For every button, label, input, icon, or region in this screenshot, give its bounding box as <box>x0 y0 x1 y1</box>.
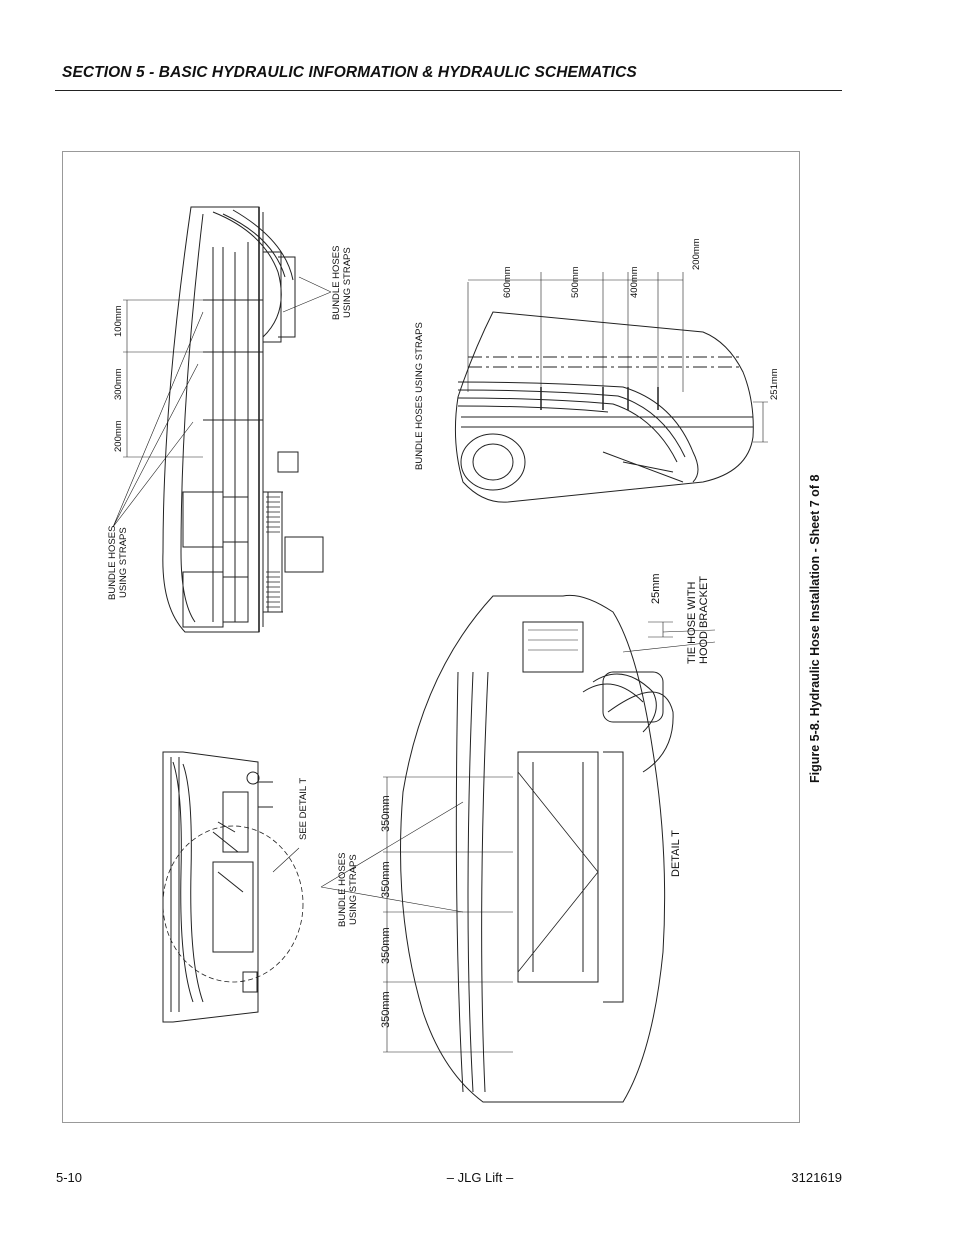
br-dim-25: 25mm <box>650 573 662 604</box>
br-callout-line2: USING STRAPS <box>348 854 359 925</box>
tl-callout-line1: BUNDLE HOSES <box>107 526 118 600</box>
page-number: 5-10 <box>56 1170 83 1185</box>
br-detail-label: DETAIL T <box>670 830 682 877</box>
tr-dim-400: 400mm <box>629 266 640 298</box>
header-rule <box>55 90 842 91</box>
tr-dim-251: 251mm <box>769 368 780 400</box>
tl-callout-line2: USING STRAPS <box>118 527 129 598</box>
br-dim-350-a: 350mm <box>380 795 392 832</box>
br-dim-350-d: 350mm <box>380 991 392 1028</box>
tl-dim-200: 200mm <box>113 420 124 452</box>
br-tie-line2: HOOD BRACKET <box>698 576 710 664</box>
br-dim-350-c: 350mm <box>380 927 392 964</box>
bottom-right-view <box>320 594 716 1103</box>
tl-callout-right-line2: USING STRAPS <box>342 247 353 318</box>
top-right-view <box>454 272 768 503</box>
top-left-view <box>112 206 332 633</box>
tr-dim-200: 200mm <box>691 238 702 270</box>
doc-number: 3121619 <box>791 1170 842 1185</box>
br-callout-line1: BUNDLE HOSES <box>337 853 348 927</box>
footer-brand: – JLG Lift – <box>446 1170 514 1185</box>
tr-dim-600: 600mm <box>502 266 513 298</box>
figure-frame: BUNDLE HOSES USING STRAPS 200mm 300mm 10… <box>62 151 800 1123</box>
tr-dim-500: 500mm <box>570 266 581 298</box>
hose-drawing: BUNDLE HOSES USING STRAPS 200mm 300mm 10… <box>107 206 780 1103</box>
figure-caption: Figure 5-8. Hydraulic Hose Installation … <box>808 474 822 783</box>
bl-see-detail: SEE DETAIL T <box>298 778 309 840</box>
section-title: SECTION 5 - BASIC HYDRAULIC INFORMATION … <box>62 64 637 81</box>
tr-callout: BUNDLE HOSES USING STRAPS <box>414 322 425 470</box>
tl-dim-100: 100mm <box>113 305 124 337</box>
bottom-left-view <box>162 751 304 1023</box>
tl-dim-300: 300mm <box>113 368 124 400</box>
tl-callout-right-line1: BUNDLE HOSES <box>331 246 342 320</box>
br-dim-350-b: 350mm <box>380 861 392 898</box>
br-tie-line1: TIE HOSE WITH <box>686 581 698 664</box>
